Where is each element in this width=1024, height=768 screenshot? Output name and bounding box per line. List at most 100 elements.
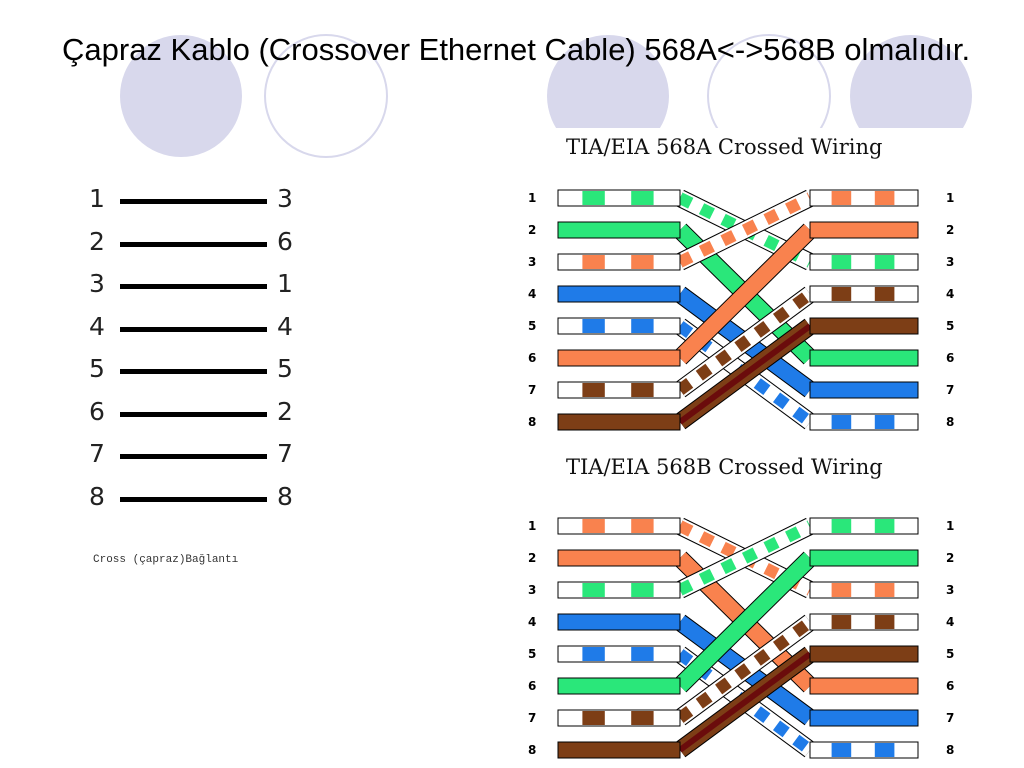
right-wire-end bbox=[809, 517, 919, 535]
left-pin-number: 1 bbox=[528, 191, 536, 205]
accent-strand bbox=[678, 651, 812, 753]
left-wire-end bbox=[557, 221, 681, 239]
left-pin-number: 3 bbox=[528, 255, 536, 269]
wire-stripe bbox=[831, 191, 852, 205]
left-wire-end bbox=[557, 741, 681, 759]
right-wire-end bbox=[809, 253, 919, 271]
right-wire-end bbox=[809, 413, 919, 431]
left-wire-end bbox=[557, 645, 681, 663]
right-wire-end bbox=[809, 285, 919, 303]
wire-stripe bbox=[582, 319, 605, 333]
right-pin-number: 4 bbox=[946, 287, 954, 301]
pin-right: 8 bbox=[277, 481, 293, 511]
right-wire-end bbox=[809, 613, 919, 631]
right-pin-number: 7 bbox=[946, 711, 954, 725]
wire-stripe bbox=[582, 519, 605, 533]
left-pin-number: 1 bbox=[528, 519, 536, 533]
right-pin-number: 6 bbox=[946, 679, 954, 693]
right-pin-number: 4 bbox=[946, 615, 954, 629]
left-wire-end bbox=[557, 413, 681, 431]
crossing-wire bbox=[674, 224, 816, 364]
wire-stripe bbox=[631, 319, 654, 333]
left-pin-number: 2 bbox=[528, 551, 536, 565]
diagram-title-568a: TIA/EIA 568A Crossed Wiring bbox=[566, 135, 883, 159]
wire-stripe bbox=[631, 583, 654, 597]
right-pin-number: 5 bbox=[946, 647, 954, 661]
wire-stripe bbox=[631, 255, 654, 269]
right-wire-end bbox=[809, 645, 919, 663]
left-pin-number: 5 bbox=[528, 647, 536, 661]
left-wire-end bbox=[557, 317, 681, 335]
right-wire-end bbox=[809, 221, 919, 239]
right-pin-number: 5 bbox=[946, 319, 954, 333]
right-wire-end bbox=[809, 189, 919, 207]
pin-right: 4 bbox=[277, 311, 293, 341]
right-wire-end bbox=[809, 381, 919, 399]
wire-stripe bbox=[631, 191, 654, 205]
pin-line bbox=[120, 199, 267, 204]
pin-line bbox=[120, 411, 267, 417]
wire-stripe bbox=[831, 519, 852, 533]
pin-line bbox=[120, 326, 267, 332]
pin-left: 1 bbox=[89, 184, 105, 213]
left-pin-number: 5 bbox=[528, 319, 536, 333]
pin-left: 2 bbox=[89, 226, 105, 256]
wire-stripe bbox=[631, 647, 654, 661]
right-pin-number: 3 bbox=[946, 255, 954, 269]
right-wire-end bbox=[809, 349, 919, 367]
accent-strand bbox=[678, 323, 812, 425]
left-pin-number: 8 bbox=[528, 743, 536, 757]
pin-left: 6 bbox=[89, 396, 105, 426]
wire-stripe bbox=[874, 583, 895, 597]
pin-line bbox=[120, 454, 267, 459]
wire-stripe bbox=[874, 255, 895, 269]
right-pin-number: 1 bbox=[946, 519, 954, 533]
right-pin-number: 1 bbox=[946, 191, 954, 205]
crossing-wire-stripe bbox=[677, 192, 813, 268]
left-wire-end bbox=[557, 517, 681, 535]
pin-right: 2 bbox=[277, 396, 293, 426]
wire-stripe bbox=[831, 287, 852, 301]
pin-left: 5 bbox=[89, 354, 105, 383]
left-pin-number: 4 bbox=[528, 615, 536, 629]
wire-stripe bbox=[631, 519, 654, 533]
pin-left: 4 bbox=[89, 311, 105, 341]
wire-stripe bbox=[874, 743, 895, 757]
pin-left: 7 bbox=[89, 439, 105, 468]
left-wire-end bbox=[557, 581, 681, 599]
deco-circle bbox=[850, 35, 972, 157]
left-pin-number: 7 bbox=[528, 711, 536, 725]
pin-right: 1 bbox=[277, 269, 293, 298]
pin-right: 3 bbox=[277, 184, 293, 213]
left-pin-number: 6 bbox=[528, 351, 536, 365]
right-wire-end bbox=[809, 581, 919, 599]
crossing-wire-stripe bbox=[677, 520, 813, 596]
crossing-wire-stripe bbox=[676, 289, 814, 395]
wire-stripe bbox=[874, 191, 895, 205]
wire-stripe bbox=[582, 191, 605, 205]
right-pin-number: 6 bbox=[946, 351, 954, 365]
right-pin-number: 7 bbox=[946, 383, 954, 397]
right-pin-number: 2 bbox=[946, 223, 954, 237]
slide-title: Çapraz Kablo (Crossover Ethernet Cable) … bbox=[62, 32, 971, 67]
wire-stripe bbox=[874, 287, 895, 301]
wire-stripe bbox=[874, 615, 895, 629]
wire-stripe bbox=[831, 255, 852, 269]
right-wire-end bbox=[809, 549, 919, 567]
pin-left: 8 bbox=[89, 481, 105, 511]
left-pin-number: 7 bbox=[528, 383, 536, 397]
deco-circle bbox=[264, 34, 388, 158]
wire-stripe bbox=[582, 255, 605, 269]
pin-line bbox=[120, 241, 267, 247]
crossing-wire-stripe bbox=[676, 617, 814, 723]
